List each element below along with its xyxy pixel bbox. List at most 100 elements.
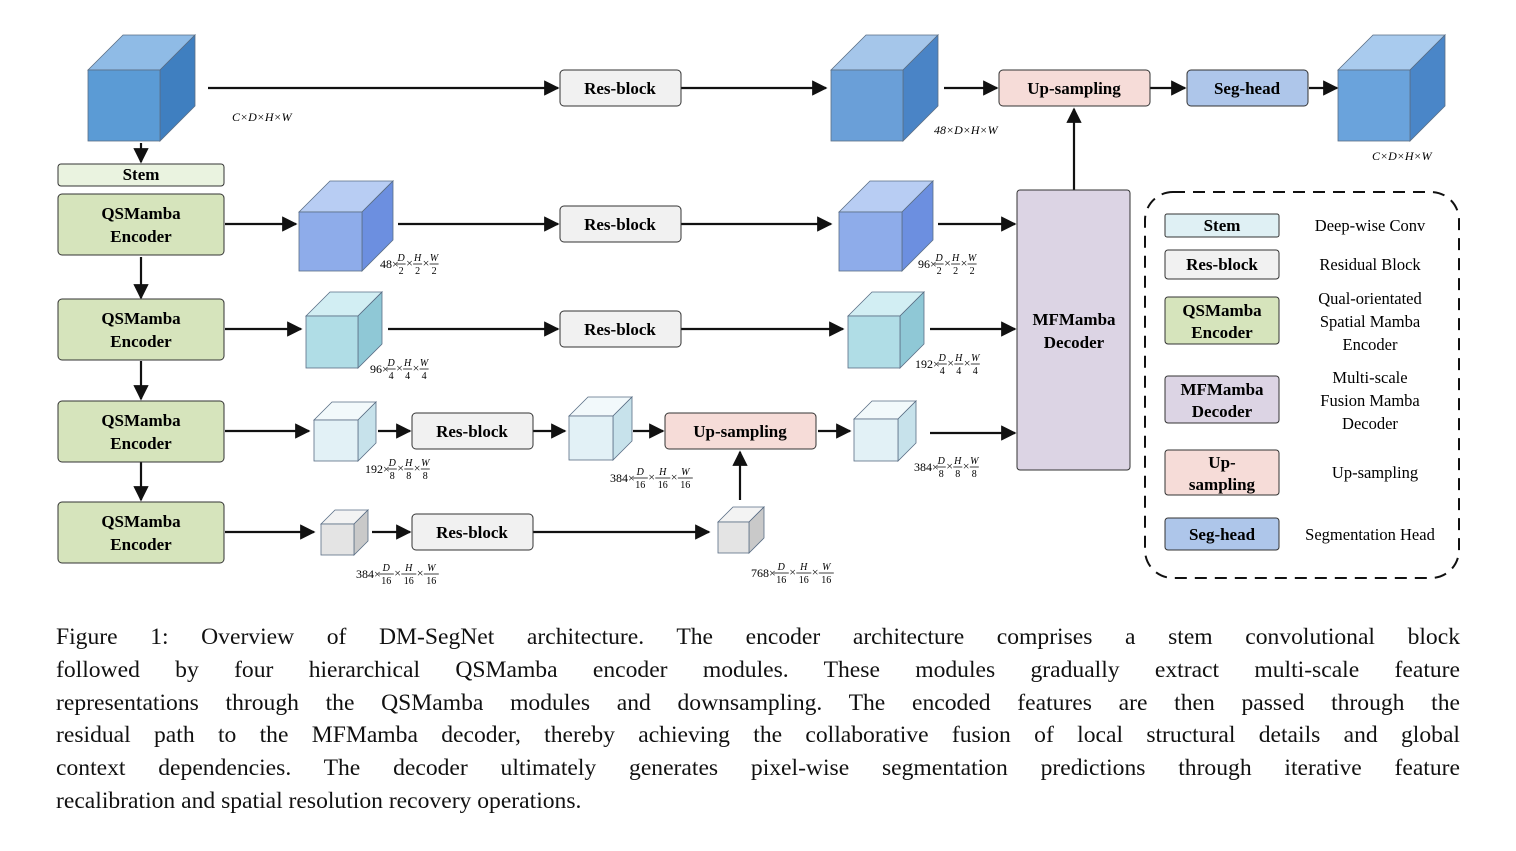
input-cube — [87, 34, 196, 142]
legend-mfmamba: MFMamba Decoder Multi-scale Fusion Mamba… — [1164, 368, 1420, 433]
svg-text:×: × — [961, 256, 968, 270]
svg-text:8: 8 — [390, 471, 395, 482]
svg-text:QSMamba: QSMamba — [101, 512, 181, 531]
res-block-row4: Res-block — [411, 513, 534, 551]
dec1-dim-label: 96×D2×H2×W2 — [918, 253, 978, 277]
svg-text:D: D — [382, 563, 391, 574]
caption-line: recalibration and spatial resolution rec… — [56, 787, 582, 814]
svg-text:sampling: sampling — [1189, 475, 1256, 494]
svg-text:8: 8 — [939, 469, 944, 480]
legend-seg-head: Seg-head Segmentation Head — [1164, 517, 1436, 551]
svg-text:W: W — [970, 456, 980, 467]
svg-text:16: 16 — [426, 576, 436, 587]
stem-block: Stem — [57, 163, 225, 187]
svg-text:QSMamba: QSMamba — [1182, 301, 1262, 320]
svg-text:Fusion Mamba: Fusion Mamba — [1320, 391, 1420, 410]
svg-text:×: × — [946, 459, 953, 473]
svg-text:16: 16 — [381, 576, 391, 587]
svg-text:×: × — [963, 459, 970, 473]
svg-text:8: 8 — [972, 469, 977, 480]
svg-text:×: × — [944, 256, 951, 270]
svg-text:Up-sampling: Up-sampling — [1027, 79, 1121, 98]
legend: Stem Deep-wise Conv Res-block Residual B… — [1144, 191, 1460, 579]
svg-text:Res-block: Res-block — [436, 523, 508, 542]
svg-text:D: D — [777, 562, 786, 573]
svg-text:4: 4 — [405, 371, 410, 382]
svg-text:2: 2 — [937, 266, 942, 277]
svg-text:Encoder: Encoder — [110, 332, 172, 351]
architecture-diagram: Stem QSMambaEncoderQSMambaEncoderQSMamba… — [57, 34, 1460, 587]
svg-text:Encoder: Encoder — [1191, 323, 1253, 342]
svg-text:×: × — [423, 256, 430, 270]
svg-text:×: × — [964, 356, 971, 370]
svg-text:Res-block: Res-block — [436, 422, 508, 441]
svg-text:16: 16 — [821, 575, 831, 586]
caption-line: residual path to the MFMamba decoder, th… — [56, 722, 1460, 749]
svg-text:Up-: Up- — [1208, 453, 1236, 472]
res-block-top: Res-block — [559, 69, 682, 107]
svg-text:W: W — [421, 458, 431, 469]
svg-text:×: × — [394, 566, 401, 580]
svg-text:Segmentation Head: Segmentation Head — [1305, 525, 1435, 544]
enc3-cube — [313, 401, 377, 462]
svg-text:Encoder: Encoder — [110, 434, 172, 453]
svg-text:4: 4 — [940, 366, 945, 377]
svg-text:×: × — [414, 461, 421, 475]
caption-line: followed by four hierarchical QSMamba en… — [56, 656, 1460, 683]
svg-text:MFMamba: MFMamba — [1180, 380, 1264, 399]
svg-text:D: D — [386, 358, 395, 369]
svg-text:Seg-head: Seg-head — [1189, 525, 1256, 544]
svg-text:W: W — [420, 358, 430, 369]
svg-text:48×: 48× — [380, 257, 399, 271]
svg-text:W: W — [427, 563, 437, 574]
svg-text:16: 16 — [404, 576, 414, 587]
svg-text:4: 4 — [422, 371, 427, 382]
legend-qsmamba: QSMamba Encoder Qual-orientated Spatial … — [1164, 289, 1423, 354]
svg-text:H: H — [404, 563, 413, 574]
dec3-cube — [853, 400, 917, 462]
svg-text:Stem: Stem — [123, 165, 160, 184]
svg-text:8: 8 — [423, 471, 428, 482]
svg-text:2: 2 — [399, 266, 404, 277]
svg-text:4: 4 — [956, 366, 961, 377]
svg-text:96×: 96× — [918, 257, 937, 271]
res-block-row2: Res-block — [559, 310, 682, 348]
svg-text:384×: 384× — [356, 567, 381, 581]
svg-text:Decoder: Decoder — [1192, 402, 1253, 421]
svg-text:W: W — [430, 253, 440, 264]
svg-text:W: W — [681, 467, 691, 478]
enc2-cube — [305, 291, 383, 369]
svg-text:96×: 96× — [370, 362, 389, 376]
svg-text:×: × — [671, 470, 678, 484]
svg-text:8: 8 — [406, 471, 411, 482]
svg-text:H: H — [404, 458, 413, 469]
svg-text:2: 2 — [970, 266, 975, 277]
dec2-dim-label: 192×D4×H4×W4 — [915, 353, 981, 377]
svg-text:×: × — [406, 256, 413, 270]
svg-text:QSMamba: QSMamba — [101, 411, 181, 430]
svg-text:192×: 192× — [365, 462, 390, 476]
svg-text:Seg-head: Seg-head — [1214, 79, 1281, 98]
caption-line: context dependencies. The decoder ultima… — [56, 755, 1460, 782]
svg-text:Multi-scale: Multi-scale — [1332, 368, 1407, 387]
svg-text:Encoder: Encoder — [1343, 335, 1398, 354]
svg-text:H: H — [951, 253, 960, 264]
svg-text:16: 16 — [799, 575, 809, 586]
svg-text:Deep-wise Conv: Deep-wise Conv — [1315, 216, 1426, 235]
svg-text:×: × — [417, 566, 424, 580]
svg-text:16: 16 — [658, 480, 668, 491]
feature-cubes — [87, 34, 1446, 556]
up-sampling-row3: Up-sampling — [664, 412, 817, 450]
svg-text:D: D — [934, 253, 943, 264]
svg-text:×: × — [947, 356, 954, 370]
svg-text:Residual Block: Residual Block — [1319, 255, 1421, 274]
svg-text:384×: 384× — [914, 460, 939, 474]
svg-text:2: 2 — [432, 266, 437, 277]
svg-text:4: 4 — [973, 366, 978, 377]
arrows — [133, 80, 1339, 540]
dec2-cube — [847, 291, 925, 369]
svg-text:16: 16 — [680, 480, 690, 491]
svg-text:Up-sampling: Up-sampling — [1332, 463, 1418, 482]
